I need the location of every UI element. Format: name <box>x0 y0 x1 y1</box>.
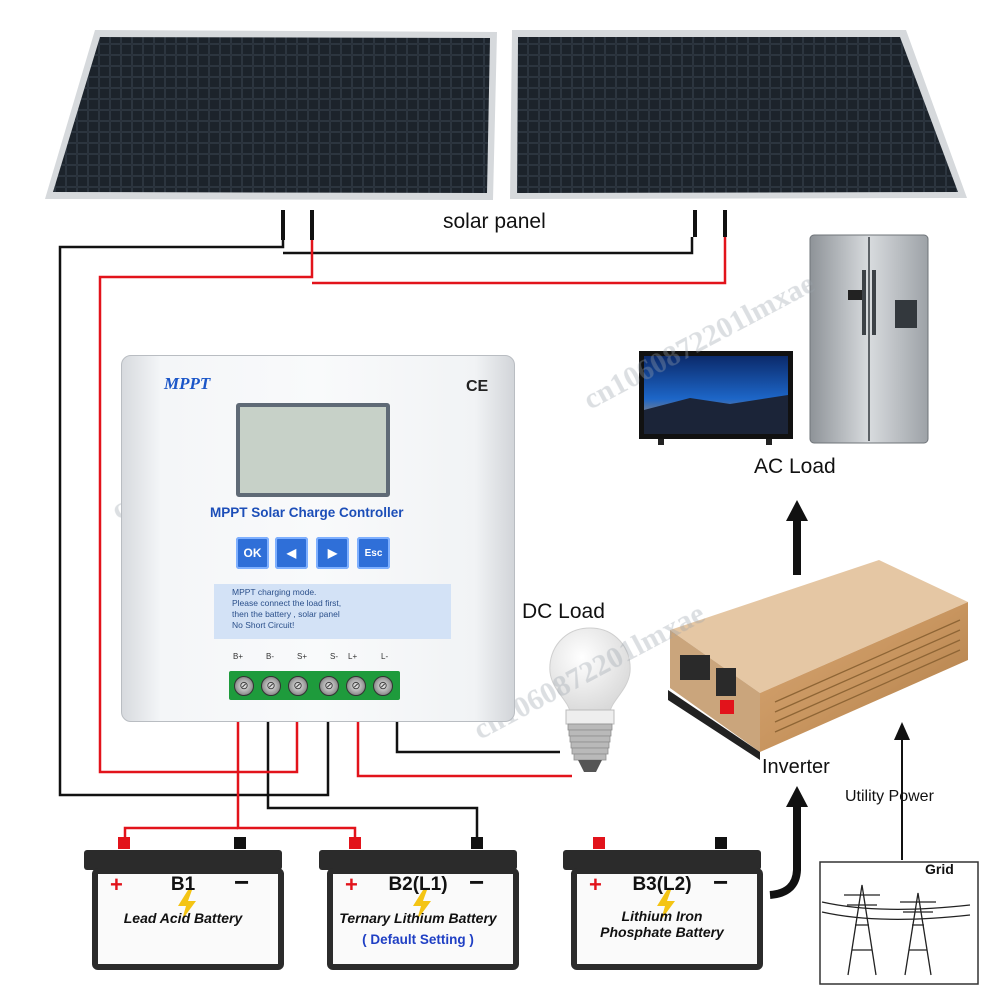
battery-name: B2(L1) <box>388 874 448 895</box>
positive-terminal <box>349 837 361 849</box>
controller-notice: MPPT charging mode. Please connect the l… <box>214 584 451 639</box>
notice-line: No Short Circuit! <box>232 620 295 630</box>
dc-load-label: DC Load <box>522 600 605 623</box>
notice-line: MPPT charging mode. <box>232 587 317 597</box>
screw-terminal[interactable]: ⊘ <box>319 676 339 696</box>
terminal-label: L- <box>381 652 389 661</box>
battery-type: Ternary Lithium Battery <box>339 910 497 926</box>
lightning-icon <box>178 890 196 920</box>
esc-button[interactable]: Esc <box>357 537 390 569</box>
solar-panel-right <box>510 30 967 199</box>
screw-terminal[interactable]: ⊘ <box>346 676 366 696</box>
left-arrow-button[interactable]: ◀ <box>275 537 308 569</box>
battery-b3: + − B3(L2) Lithium Iron Phosphate Batter… <box>563 837 763 970</box>
right-arrow-button[interactable]: ▶ <box>316 537 349 569</box>
notice-line: then the battery , solar panel <box>232 609 340 619</box>
negative-terminal <box>715 837 727 849</box>
refrigerator-icon <box>809 234 929 444</box>
screw-terminal[interactable]: ⊘ <box>261 676 281 696</box>
notice-line: Please connect the load first, <box>232 598 342 608</box>
positive-wires <box>98 237 727 838</box>
lightning-icon <box>413 890 431 920</box>
minus-icon: − <box>469 867 485 897</box>
battery-name: B1 <box>170 874 196 895</box>
solar-panel-left <box>45 30 497 200</box>
tv-icon <box>639 351 793 445</box>
arrow-battery-to-inverter <box>769 786 808 899</box>
battery-name: B3(L2) <box>632 874 692 895</box>
negative-wires <box>58 237 694 838</box>
inverter-label: Inverter <box>762 756 830 778</box>
screw-terminal[interactable]: ⊘ <box>373 676 393 696</box>
battery-b1: + − B1 Lead Acid Battery <box>84 837 284 970</box>
screw-terminal[interactable]: ⊘ <box>288 676 308 696</box>
negative-terminal <box>234 837 246 849</box>
terminal-label: L+ <box>348 652 358 661</box>
battery-b2: + − B2(L1) Ternary Lithium Battery ( Def… <box>319 837 519 970</box>
positive-terminal <box>593 837 605 849</box>
terminal-label: B+ <box>233 652 244 661</box>
default-setting-note: ( Default Setting ) <box>362 932 474 947</box>
plus-icon: + <box>589 872 602 897</box>
lcd-display <box>236 403 390 497</box>
battery-type: Lead Acid Battery <box>123 910 243 926</box>
ok-button[interactable]: OK <box>236 537 269 569</box>
plus-icon: + <box>110 872 123 897</box>
terminal-block: ⊘ ⊘ ⊘ ⊘ ⊘ ⊘ <box>229 671 400 700</box>
light-bulb-icon <box>549 627 631 772</box>
solar-panel-label: solar panel <box>443 210 546 233</box>
battery-type: Lithium Iron Phosphate Battery <box>600 908 724 940</box>
panel-connectors <box>281 210 727 240</box>
ac-load-label: AC Load <box>754 455 836 478</box>
grid-icon <box>819 861 979 985</box>
terminal-label: S- <box>330 652 338 661</box>
mppt-logo: MPPT <box>164 374 211 393</box>
arrow-to-ac-load <box>786 500 808 575</box>
terminal-label: B- <box>266 652 274 661</box>
screw-terminal[interactable]: ⊘ <box>234 676 254 696</box>
lightning-icon <box>657 890 675 920</box>
minus-icon: − <box>234 867 250 897</box>
plus-icon: + <box>345 872 358 897</box>
ce-mark: CE <box>466 378 489 395</box>
positive-terminal <box>118 837 130 849</box>
controller-title: MPPT Solar Charge Controller <box>210 505 404 520</box>
terminal-label: S+ <box>297 652 308 661</box>
inverter-icon <box>668 560 968 760</box>
grid-label: Grid <box>925 861 954 877</box>
minus-icon: − <box>713 867 729 897</box>
utility-power-label: Utility Power <box>845 788 934 805</box>
negative-terminal <box>471 837 483 849</box>
arrow-utility-to-inverter <box>894 722 910 860</box>
